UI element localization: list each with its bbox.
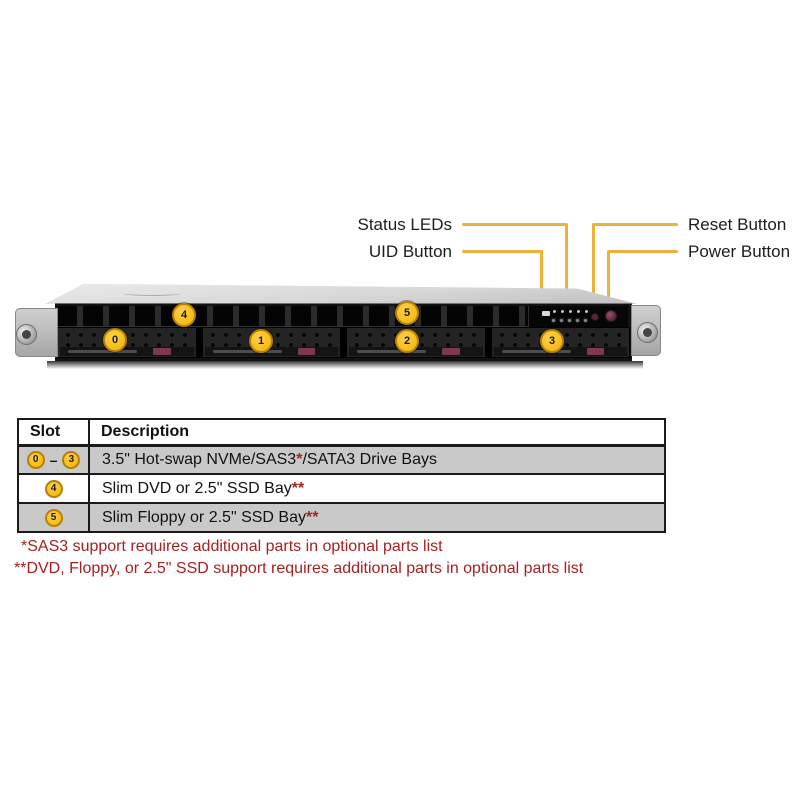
right-mounting-ear xyxy=(631,305,661,356)
chassis-shadow xyxy=(47,361,643,369)
slim-bay-badge-5: 5 xyxy=(395,301,419,325)
tray-handle xyxy=(68,350,138,353)
server-top-lid xyxy=(45,283,637,304)
nic1-icon xyxy=(577,310,580,313)
power-button xyxy=(605,310,617,322)
left-thumbscrew xyxy=(16,324,37,345)
slot-badge-3: 3 xyxy=(62,450,81,469)
control-panel xyxy=(528,306,628,327)
right-thumbscrew xyxy=(637,322,658,343)
uid-button-label: UID Button xyxy=(368,242,452,261)
server-front-view: 0 1 2 3 4 5 xyxy=(15,282,661,377)
tray-release-latch xyxy=(153,348,171,355)
status-led xyxy=(575,318,580,323)
drive-tray-0 xyxy=(57,327,197,358)
table-row-drive-bays: 0 – 3 3.5" Hot-swap NVMe/SAS3*/SATA3 Dri… xyxy=(17,444,666,475)
lid-groove xyxy=(123,291,181,296)
description-cell: Slim DVD or 2.5" SSD Bay** xyxy=(88,473,666,504)
footnote-marker: ** xyxy=(291,479,305,497)
uid-button xyxy=(542,311,550,316)
table-header-row: Slot Description xyxy=(17,418,666,447)
status-led xyxy=(551,318,556,323)
slot-badge-5: 5 xyxy=(44,508,63,527)
status-led xyxy=(583,318,588,323)
status-leds-callout-line-v xyxy=(565,223,568,304)
table-row-dvd-bay: 4 Slim DVD or 2.5" SSD Bay** xyxy=(17,473,666,504)
tray-handle xyxy=(212,350,282,353)
slot-cell: 5 xyxy=(17,502,90,533)
description-text: /SATA3 Drive Bays xyxy=(302,450,437,468)
tray-rail xyxy=(60,347,194,356)
slot-column-header: Slot xyxy=(17,418,90,447)
status-leds-callout-line-h xyxy=(462,223,567,226)
slot-badge-4: 4 xyxy=(44,479,63,498)
description-cell: 3.5" Hot-swap NVMe/SAS3*/SATA3 Drive Bay… xyxy=(88,444,666,475)
tray-rail xyxy=(349,347,483,356)
description-column-header: Description xyxy=(88,418,666,447)
tray-rail xyxy=(204,347,338,356)
power-button-label: Power Button xyxy=(688,242,791,261)
overheat-icon xyxy=(561,310,564,313)
left-mounting-ear xyxy=(15,308,58,357)
description-text: 3.5" Hot-swap NVMe/SAS3 xyxy=(102,450,297,468)
footnote-marker: ** xyxy=(305,508,319,526)
description-cell: Slim Floppy or 2.5" SSD Bay** xyxy=(88,502,666,533)
nic2-icon xyxy=(569,310,572,313)
reset-callout-line-v xyxy=(592,223,595,303)
hdd-icon xyxy=(585,310,588,313)
reset-callout-line-h xyxy=(594,223,678,226)
slot-cell: 4 xyxy=(17,473,90,504)
slot-description-table: Slot Description 0 – 3 3.5" Hot-swap NVM… xyxy=(17,418,666,533)
footnote-dvd-floppy-ssd: **DVD, Floppy, or 2.5" SSD support requi… xyxy=(14,560,584,577)
uid-callout-line-h xyxy=(462,250,543,253)
slim-bay-row xyxy=(57,306,528,327)
status-icons xyxy=(553,310,588,313)
status-led xyxy=(559,318,564,323)
tray-release-latch xyxy=(442,348,460,355)
bay-badge-2: 2 xyxy=(395,329,419,353)
bay-badge-1: 1 xyxy=(249,329,273,353)
bay-badge-3: 3 xyxy=(540,329,564,353)
status-leds xyxy=(551,318,588,323)
status-leds-label: Status LEDs xyxy=(357,215,453,234)
tray-release-latch xyxy=(297,348,316,355)
slim-bay-badge-4: 4 xyxy=(172,303,196,327)
tray-rail xyxy=(493,347,627,356)
slot-range-dash: – xyxy=(49,451,58,468)
footnote-sas3: *SAS3 support requires additional parts … xyxy=(21,538,443,555)
description-text: Slim Floppy or 2.5" SSD Bay xyxy=(102,508,306,526)
tray-handle xyxy=(357,350,427,353)
tray-release-latch xyxy=(586,348,605,355)
reset-button xyxy=(591,313,599,321)
bay-badge-0: 0 xyxy=(103,328,127,352)
status-led xyxy=(567,318,572,323)
slot-badge-0: 0 xyxy=(26,450,45,469)
slot-cell: 0 – 3 xyxy=(17,444,90,475)
tray-handle xyxy=(501,350,571,353)
reset-button-label: Reset Button xyxy=(688,215,787,234)
drive-bay-row xyxy=(57,327,630,358)
power-callout-line-h xyxy=(609,250,678,253)
uid-callout-line-v xyxy=(540,250,543,304)
info-icon xyxy=(553,310,556,313)
power-callout-line-v xyxy=(607,250,610,302)
description-text: Slim DVD or 2.5" SSD Bay xyxy=(102,479,292,497)
table-row-floppy-bay: 5 Slim Floppy or 2.5" SSD Bay** xyxy=(17,502,666,533)
footnote-marker: * xyxy=(296,450,303,468)
